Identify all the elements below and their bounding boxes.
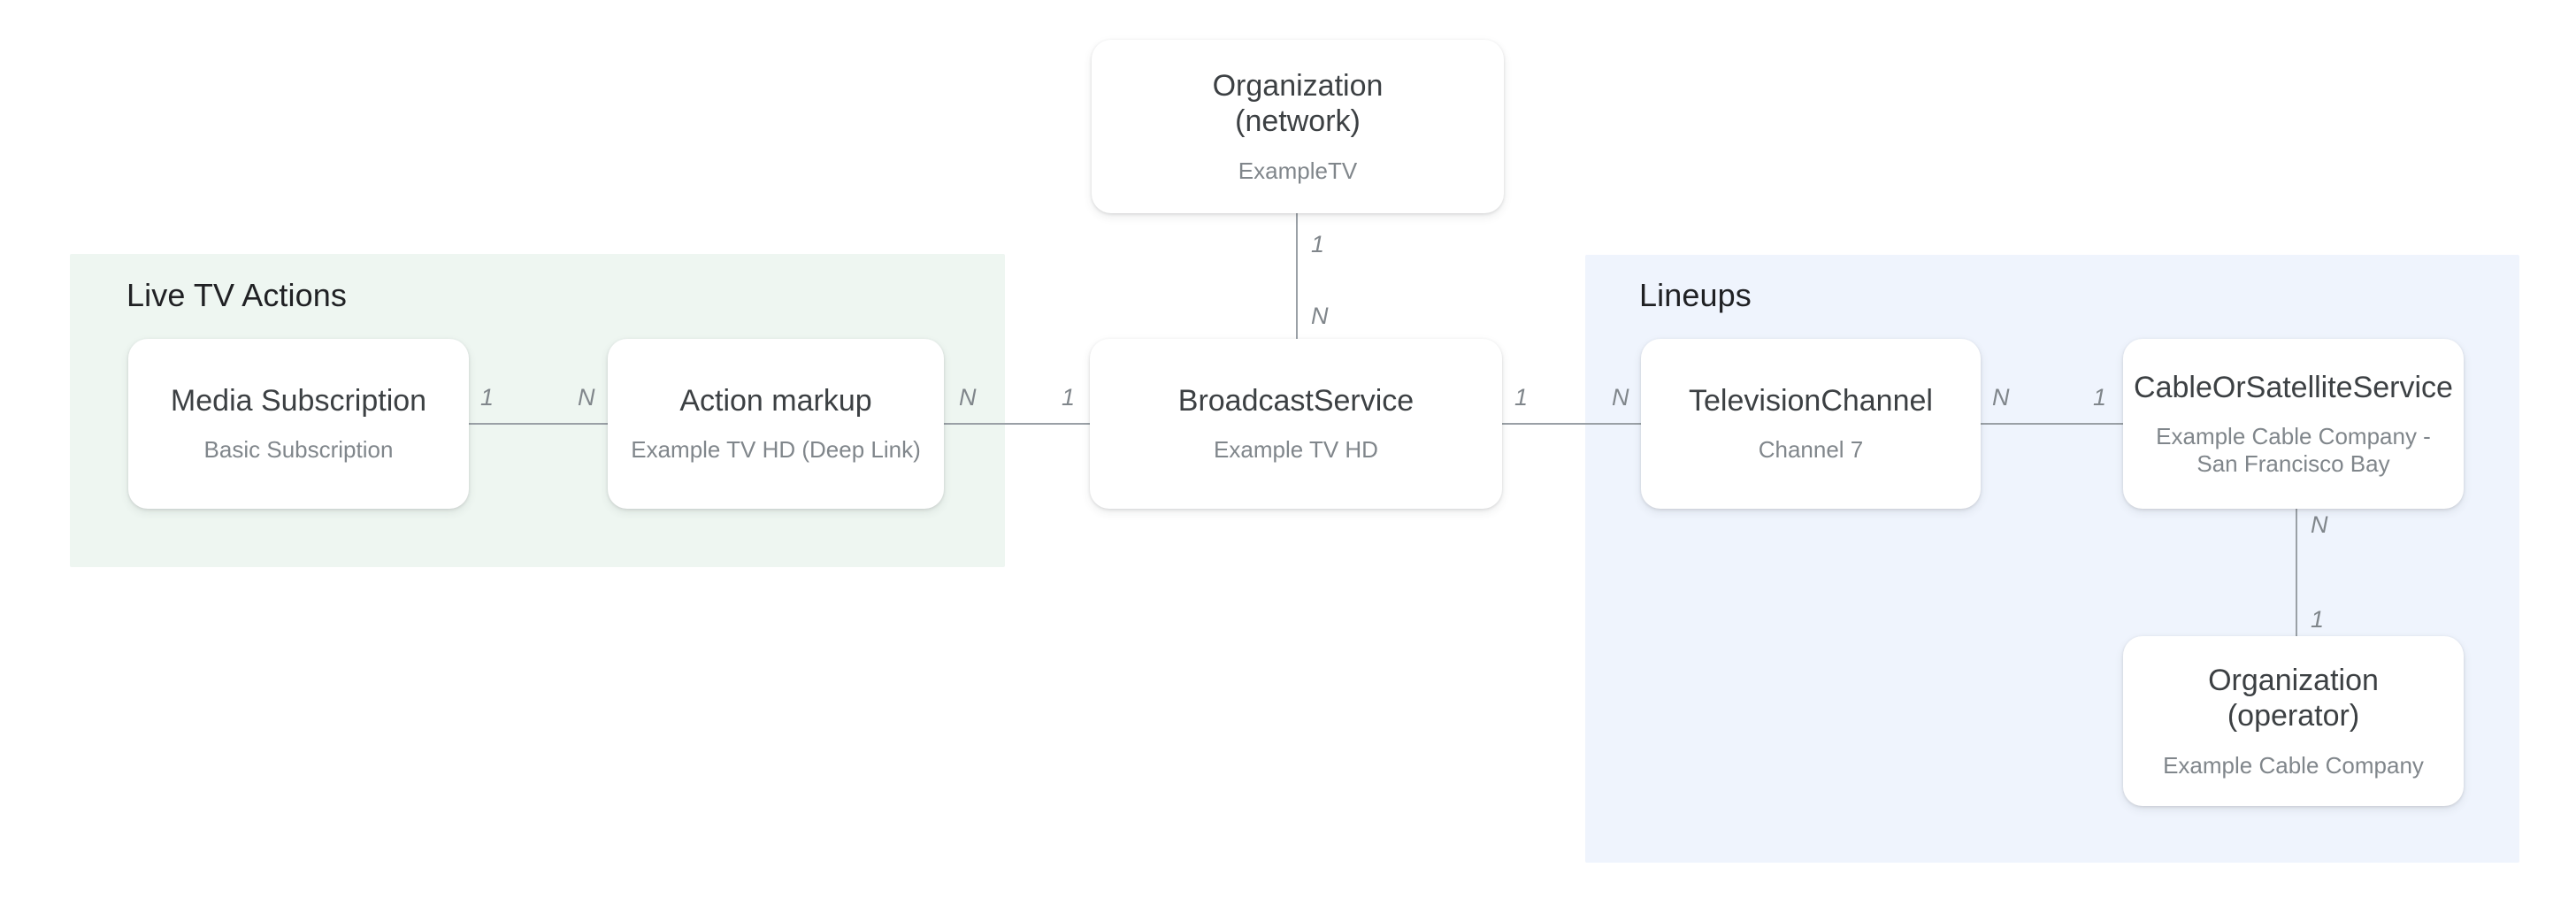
edge-label-television-channel-source: N (1992, 384, 2010, 411)
group-title-lineups: Lineups (1639, 277, 1752, 313)
node-broadcast-service[interactable]: BroadcastService Example TV HD (1090, 339, 1502, 509)
node-title: Organization (operator) (2208, 664, 2379, 733)
node-organization-operator[interactable]: Organization (operator) Example Cable Co… (2123, 636, 2464, 806)
edge-label-action-markup-target: 1 (1062, 384, 1076, 411)
node-action-markup[interactable]: Action markup Example TV HD (Deep Link) (608, 339, 944, 509)
node-subtitle: Basic Subscription (203, 436, 394, 464)
edge-label-organization-network-source: 1 (1311, 231, 1325, 257)
edge-label-cable-or-satellite-service-source: N (2311, 511, 2328, 538)
node-subtitle: Example TV HD (1214, 436, 1378, 464)
node-media-subscription[interactable]: Media Subscription Basic Subscription (128, 339, 469, 509)
node-title: Media Subscription (170, 384, 427, 418)
node-organization-network[interactable]: Organization (network) ExampleTV (1092, 40, 1504, 213)
node-subtitle: Example TV HD (Deep Link) (631, 436, 921, 464)
node-subtitle: Channel 7 (1758, 436, 1864, 464)
edge-label-media-subscription-target: N (578, 384, 595, 411)
group-title-live-tv-actions: Live TV Actions (126, 277, 347, 313)
node-title: Action markup (679, 384, 872, 418)
edge-label-cable-or-satellite-service-target: 1 (2311, 606, 2325, 633)
node-title: CableOrSatelliteService (2134, 370, 2453, 404)
node-cable-or-satellite-service[interactable]: CableOrSatelliteService Example Cable Co… (2123, 339, 2464, 509)
edge-organization-network-broadcast-service (1296, 212, 1298, 342)
node-television-channel[interactable]: TelevisionChannel Channel 7 (1641, 339, 1981, 509)
node-subtitle: Example Cable Company (2163, 751, 2424, 779)
edge-media-subscription-action-markup (466, 423, 608, 425)
node-title: TelevisionChannel (1689, 384, 1933, 418)
node-subtitle: Example Cable Company - San Francisco Ba… (2156, 422, 2431, 478)
edge-broadcast-service-television-channel (1501, 423, 1643, 425)
edge-label-media-subscription-source: 1 (480, 384, 494, 411)
node-title: BroadcastService (1177, 384, 1414, 418)
edge-action-markup-broadcast-service (942, 423, 1091, 425)
edge-television-channel-cable-or-satellite-service (1979, 423, 2129, 425)
edge-label-action-markup-source: N (959, 384, 977, 411)
edge-label-television-channel-target: 1 (2093, 384, 2107, 411)
node-subtitle: ExampleTV (1238, 157, 1358, 184)
edge-label-organization-network-target: N (1311, 303, 1329, 329)
edge-label-broadcast-service-source: 1 (1514, 384, 1529, 411)
edge-label-broadcast-service-target: N (1612, 384, 1629, 411)
node-title: Organization (network) (1212, 69, 1384, 139)
edge-cable-or-satellite-service-organization-operator (2296, 506, 2297, 637)
